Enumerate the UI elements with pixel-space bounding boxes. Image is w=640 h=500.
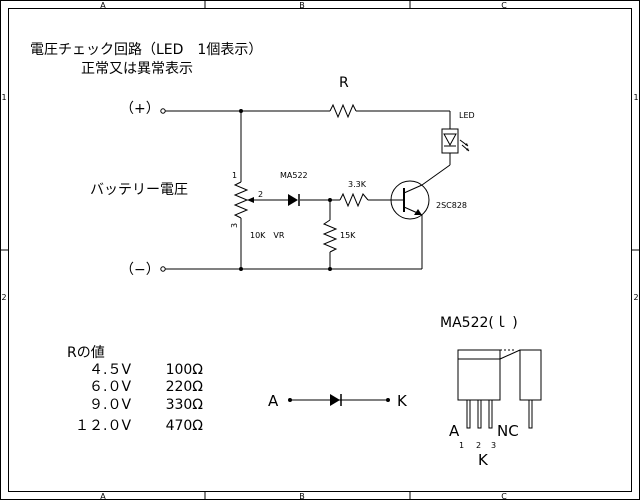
terminal-plus-label: （+） bbox=[120, 101, 160, 117]
package-pin-k-label: K bbox=[478, 451, 489, 469]
frame-col-bottom-b: B bbox=[299, 492, 305, 500]
diode-anode-label: A bbox=[268, 392, 279, 410]
led-symbol bbox=[441, 128, 470, 154]
diode-ma522 bbox=[288, 194, 300, 206]
package-pin3-label: 3 bbox=[491, 441, 496, 450]
package-title: MA522(ｌ ) bbox=[440, 315, 518, 331]
package-drawing bbox=[457, 349, 542, 429]
resistor-3-3k bbox=[339, 192, 369, 208]
vr-pin1-label: 1 bbox=[232, 171, 237, 180]
r-table-heading: Rの値 bbox=[67, 345, 105, 361]
terminal-plus bbox=[160, 108, 166, 114]
variable-resistor bbox=[233, 181, 249, 219]
frame-col-top-b: B bbox=[299, 1, 305, 10]
package-pin1-label: 1 bbox=[459, 441, 464, 450]
package-pin2-label: 2 bbox=[476, 441, 481, 450]
package-pin-nc-label: NC bbox=[497, 422, 519, 440]
title-line2: 正常又は異常表示 bbox=[81, 61, 193, 77]
frame-col-top-c: C bbox=[501, 1, 507, 10]
vr-value-label: 10K VR bbox=[250, 231, 285, 240]
r-table-resistance: 470Ω bbox=[166, 418, 204, 434]
r-table-resistance: 220Ω bbox=[166, 379, 204, 395]
frame-col-bottom-c: C bbox=[501, 492, 507, 500]
vr-pin2-label: 2 bbox=[258, 190, 263, 199]
junction-top bbox=[239, 109, 243, 113]
package-pin-a-label: A bbox=[449, 422, 460, 440]
resistor-15k-label: 15K bbox=[340, 231, 356, 240]
diode-cathode-dot bbox=[386, 398, 390, 402]
frame-row-right-2: 2 bbox=[633, 293, 638, 302]
transistor-2sc828 bbox=[390, 180, 430, 220]
wires bbox=[165, 110, 451, 270]
resistor-r bbox=[329, 103, 357, 119]
resistor-r-label: R bbox=[339, 75, 349, 91]
frame-row-left-1: 1 bbox=[1, 93, 6, 102]
r-table-voltage: １２.０V bbox=[75, 418, 131, 434]
terminal-minus-label: （−） bbox=[120, 262, 160, 278]
r-table-rows: ４.５V 100Ω ６.０V 220Ω ９.０V 330Ω １２.０V 470Ω bbox=[75, 362, 203, 434]
diode-label: MA522 bbox=[280, 171, 308, 180]
r-table-voltage: ６.０V bbox=[89, 379, 131, 395]
resistor-3-3k-label: 3.3K bbox=[348, 180, 367, 189]
r-table-resistance: 100Ω bbox=[166, 362, 204, 378]
diode-symbol-triangle bbox=[330, 394, 340, 406]
junction-bottom-vr bbox=[239, 267, 243, 271]
frame-col-top-a: A bbox=[100, 1, 106, 10]
junction-bottom-15k bbox=[328, 267, 332, 271]
frame-col-bottom-a: A bbox=[100, 492, 106, 500]
r-table-voltage: ９.０V bbox=[89, 397, 131, 413]
terminal-minus bbox=[160, 266, 166, 272]
junction-base bbox=[328, 198, 332, 202]
title-line1: 電圧チェック回路（LED 1個表示） bbox=[30, 42, 262, 58]
frame-row-left-2: 2 bbox=[1, 293, 6, 302]
diode-cathode-label: K bbox=[397, 392, 408, 410]
resistor-15k bbox=[322, 219, 338, 253]
vr-wiper-arrow bbox=[247, 197, 254, 203]
transistor-label: 2SC828 bbox=[436, 201, 467, 210]
r-table-resistance: 330Ω bbox=[166, 397, 204, 413]
frame-row-right-1: 1 bbox=[633, 93, 638, 102]
vr-pin3-label: 3 bbox=[230, 223, 239, 228]
r-table-voltage: ４.５V bbox=[89, 362, 131, 378]
led-label: LED bbox=[459, 111, 475, 120]
transistor-emitter-arrow bbox=[414, 209, 422, 215]
battery-voltage-label: バッテリー電圧 bbox=[90, 182, 188, 198]
